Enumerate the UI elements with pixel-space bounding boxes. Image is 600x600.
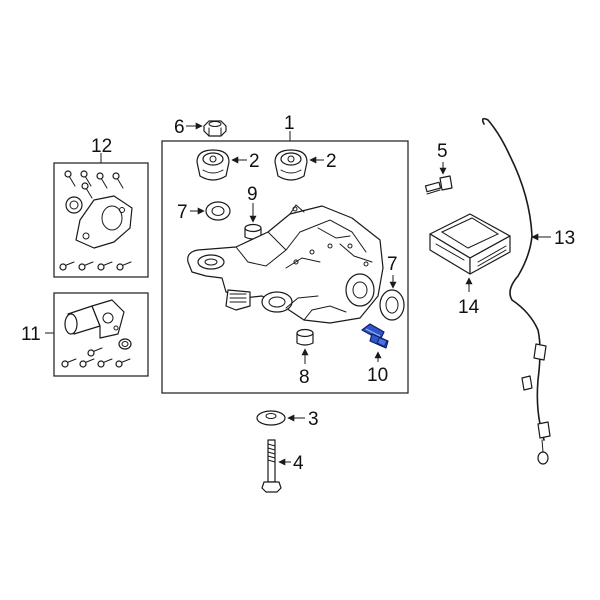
part-12-actuator-housing[interactable]	[65, 195, 133, 249]
part-5-bolt[interactable]	[424, 175, 453, 195]
callout-2a: 2	[249, 151, 260, 172]
part-13-wiring-harness[interactable]	[481, 117, 551, 465]
callout-9: 9	[247, 184, 258, 205]
part-3-insulator[interactable]	[256, 410, 286, 426]
callout-8: 8	[299, 367, 310, 388]
callout-12: 12	[91, 136, 112, 157]
assembly-11-frame	[53, 292, 149, 377]
callout-1: 1	[284, 113, 295, 134]
callout-2b: 2	[326, 151, 337, 172]
part-11-bolts[interactable]	[61, 347, 131, 368]
callout-6: 6	[174, 117, 185, 138]
assembly-1-frame	[161, 140, 409, 394]
callout-14: 14	[458, 297, 480, 318]
callout-13: 13	[554, 228, 575, 249]
callout-4: 4	[293, 453, 304, 474]
part-7-seal-left[interactable]	[205, 201, 231, 221]
callout-3: 3	[308, 409, 319, 430]
part-6-nut[interactable]	[203, 120, 227, 137]
part-10-sensor-highlighted[interactable]	[361, 323, 389, 349]
part-2-insulator-right[interactable]	[274, 149, 308, 181]
part-4-bolt[interactable]	[261, 439, 282, 493]
part-8-bushing[interactable]	[296, 328, 314, 346]
differential-housing[interactable]	[187, 204, 384, 324]
part-14-control-module[interactable]	[429, 213, 511, 275]
part-2-insulator-left[interactable]	[196, 149, 230, 181]
callout-7b: 7	[387, 254, 398, 275]
callout-5: 5	[437, 141, 448, 162]
part-12-bolts-bottom[interactable]	[59, 261, 132, 271]
callout-10: 10	[367, 365, 388, 386]
callout-7a: 7	[177, 202, 188, 223]
part-11-motor[interactable]	[64, 299, 132, 350]
part-7-seal-right[interactable]	[379, 289, 405, 321]
callout-11: 11	[21, 324, 41, 345]
part-12-bolts-top[interactable]	[64, 170, 124, 199]
